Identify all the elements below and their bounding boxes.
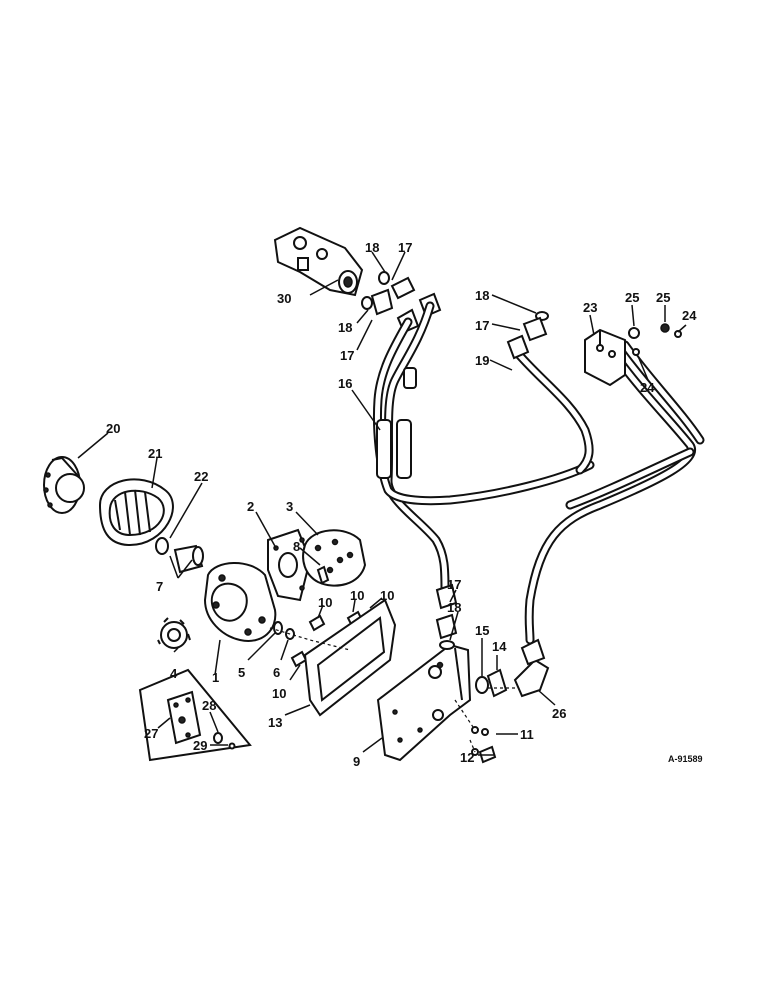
callout-6: 6: [273, 665, 280, 680]
callout-17a: 17: [398, 240, 412, 255]
elbow-nut: [520, 638, 546, 666]
callout-10c: 10: [380, 588, 394, 603]
leader-lines: [77, 251, 687, 756]
callout-18b: 18: [338, 320, 352, 335]
lower-ring-18: [439, 640, 455, 650]
inlet-adapter: [173, 544, 204, 574]
callout-17c: 17: [475, 318, 489, 333]
callout-22: 22: [194, 469, 208, 484]
shaft-seal-5: [273, 621, 283, 635]
cover-gasket: [303, 598, 397, 717]
callout-4: 4: [170, 666, 178, 681]
callout-28: 28: [202, 698, 216, 713]
callout-25a: 25: [625, 290, 639, 305]
callout-21: 21: [148, 446, 162, 461]
callout-labels: 1 2 3 4 5 6 7 8 9 10 10 10 10 11 12 13 1…: [106, 240, 697, 769]
callout-19: 19: [475, 353, 489, 368]
callout-18a: 18: [365, 240, 379, 255]
seal-15: [475, 676, 489, 694]
lower-fitting-17b: [435, 613, 458, 640]
callout-2: 2: [247, 499, 254, 514]
callout-14: 14: [492, 639, 507, 654]
pump-mounting-cover: [376, 643, 472, 762]
callout-24a: 24: [682, 308, 697, 323]
callout-10d: 10: [272, 686, 286, 701]
pump-gasket: [267, 528, 312, 602]
callout-27: 27: [144, 726, 158, 741]
callout-16: 16: [338, 376, 352, 391]
callout-11: 11: [520, 727, 534, 742]
callout-13: 13: [268, 715, 282, 730]
callout-10a: 10: [318, 595, 332, 610]
callout-29: 29: [193, 738, 207, 753]
filter-seal-ring: [155, 537, 169, 555]
drawing-reference: A-91589: [668, 754, 703, 764]
tube-fittings-right: [506, 311, 549, 360]
fitting-14: [486, 668, 508, 698]
callout-17b: 17: [340, 348, 354, 363]
assembly-line-2: [454, 699, 476, 753]
callout-9: 9: [353, 754, 360, 769]
tee-block: [584, 323, 682, 387]
control-valve-block: [273, 226, 364, 297]
callout-26: 26: [552, 706, 566, 721]
callout-30: 30: [277, 291, 291, 306]
callout-1: 1: [212, 670, 219, 685]
callout-17d: 17: [447, 577, 461, 592]
callout-12: 12: [460, 750, 474, 765]
drive-gear: [157, 617, 191, 649]
hydraulic-pump: [203, 562, 277, 642]
callout-3: 3: [286, 499, 293, 514]
pump-pin: [316, 565, 330, 585]
washer-11: [481, 728, 489, 736]
hydraulic-tubes: [373, 301, 705, 645]
elbow-26: [513, 658, 550, 698]
inset-panel: [138, 668, 252, 762]
callout-10b: 10: [350, 588, 364, 603]
callout-5: 5: [238, 665, 245, 680]
assembly-line-1: [269, 627, 351, 651]
callout-18d: 18: [447, 600, 461, 615]
filter-element: [98, 478, 174, 547]
callout-25b: 25: [656, 290, 670, 305]
callout-15: 15: [475, 623, 489, 638]
callout-18c: 18: [475, 288, 489, 303]
callout-7: 7: [156, 579, 163, 594]
lower-fitting-17: [435, 583, 458, 610]
callout-23: 23: [583, 300, 597, 315]
callout-24b: 24: [640, 380, 655, 395]
callout-8: 8: [293, 539, 300, 554]
callout-20: 20: [106, 421, 120, 436]
breather-cap: [43, 456, 85, 514]
